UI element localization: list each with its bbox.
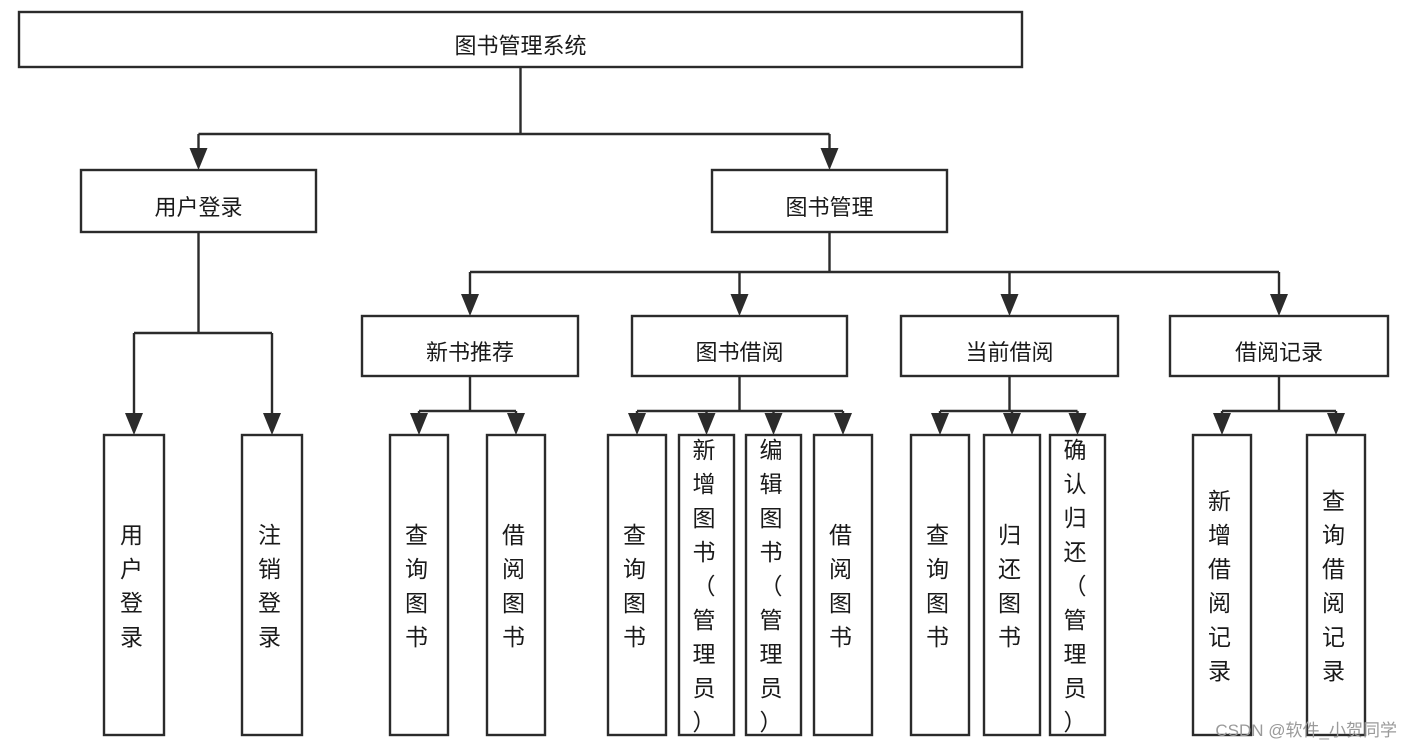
node-leaf-10-label: 确认归还（管理员）: [1064, 437, 1092, 735]
node-root-system-box: [17, 10, 1024, 69]
connectors-layer: [125, 67, 1345, 435]
node-leaf-1-label: 注销登录: [258, 522, 286, 650]
node-leaf-9-label: 归还图书: [998, 522, 1026, 650]
node-leaf-4-box: [606, 433, 668, 737]
user-login-arrow-0: [125, 413, 143, 435]
l3-3-arrow-0: [1213, 413, 1231, 435]
node-leaf-3-label: 借阅图书: [502, 522, 530, 650]
node-level3-2-label: 当前借阅: [965, 340, 1053, 365]
node-leaf-1-box: [240, 433, 304, 737]
node-leaf-3-box: [485, 433, 547, 737]
l3-2-arrow-0: [931, 413, 949, 435]
node-leaf-5-box: [677, 433, 736, 737]
node-leaf-4[interactable]: 查询图书: [606, 433, 668, 737]
node-level2-0-label: 用户登录: [154, 195, 242, 220]
node-leaf-12[interactable]: 查询借阅记录: [1305, 433, 1367, 737]
root-arrow-1: [820, 148, 839, 170]
node-level3-0-label: 新书推荐: [426, 340, 514, 365]
node-leaf-8-box: [909, 433, 971, 737]
l3-1-arrow-2: [764, 413, 783, 435]
user-login-arrow-1: [263, 413, 281, 435]
node-leaf-0[interactable]: 用户登录: [102, 433, 166, 737]
node-level3-3-box: [1168, 314, 1390, 378]
l3-0-arrow-0: [410, 413, 428, 435]
node-leaf-4-label: 查询图书: [623, 522, 651, 650]
node-leaf-1[interactable]: 注销登录: [240, 433, 304, 737]
node-leaf-2[interactable]: 查询图书: [388, 433, 450, 737]
node-level3-1[interactable]: 图书借阅: [630, 314, 849, 378]
node-level2-1[interactable]: 图书管理: [710, 168, 949, 234]
node-level3-0[interactable]: 新书推荐: [360, 314, 580, 378]
node-level3-1-label: 图书借阅: [695, 340, 783, 365]
node-leaf-5-label: 新增图书（管理员）: [693, 437, 721, 735]
l3-0-arrow-1: [507, 413, 525, 435]
node-leaf-2-box: [388, 433, 450, 737]
node-leaf-2-label: 查询图书: [405, 522, 433, 650]
book-mgmt-arrow-1: [730, 294, 749, 316]
node-leaf-5[interactable]: 新增图书（管理员）: [677, 433, 736, 737]
node-leaf-10[interactable]: 确认归还（管理员）: [1048, 433, 1107, 737]
l3-3-arrow-1: [1327, 413, 1345, 435]
node-root-system[interactable]: 图书管理系统: [17, 10, 1024, 69]
node-level3-3[interactable]: 借阅记录: [1168, 314, 1390, 378]
node-level2-1-label: 图书管理: [785, 195, 873, 220]
node-leaf-6[interactable]: 编辑图书（管理员）: [744, 433, 803, 737]
node-leaf-7-box: [812, 433, 874, 737]
node-level3-0-box: [360, 314, 580, 378]
node-leaf-8-label: 查询图书: [926, 522, 954, 650]
node-leaf-10-box: [1048, 433, 1107, 737]
book-mgmt-arrow-2: [1000, 294, 1019, 316]
book-mgmt-arrow-0: [461, 294, 479, 316]
node-level2-0[interactable]: 用户登录: [79, 168, 318, 234]
node-leaf-6-label: 编辑图书（管理员）: [760, 437, 788, 735]
node-leaf-9[interactable]: 归还图书: [982, 433, 1042, 737]
node-leaf-7[interactable]: 借阅图书: [812, 433, 874, 737]
node-leaf-0-label: 用户登录: [120, 522, 148, 650]
nodes-layer: 图书管理系统用户登录图书管理新书推荐图书借阅当前借阅借阅记录用户登录注销登录查询…: [17, 10, 1390, 737]
node-level3-3-label: 借阅记录: [1235, 340, 1323, 365]
node-leaf-6-box: [744, 433, 803, 737]
node-leaf-7-label: 借阅图书: [829, 522, 857, 650]
node-level2-1-box: [710, 168, 949, 234]
l3-2-arrow-1: [1003, 413, 1021, 435]
node-leaf-0-box: [102, 433, 166, 737]
node-leaf-11-box: [1191, 433, 1253, 737]
l3-1-arrow-0: [628, 413, 646, 435]
root-arrow-0: [189, 148, 208, 170]
l3-1-arrow-1: [697, 413, 716, 435]
l3-1-arrow-3: [834, 413, 852, 435]
node-level2-0-box: [79, 168, 318, 234]
node-leaf-9-box: [982, 433, 1042, 737]
node-leaf-11[interactable]: 新增借阅记录: [1191, 433, 1253, 737]
node-level3-1-box: [630, 314, 849, 378]
node-leaf-12-box: [1305, 433, 1367, 737]
node-leaf-3[interactable]: 借阅图书: [485, 433, 547, 737]
node-root-system-label: 图书管理系统: [454, 33, 586, 58]
node-leaf-12-label: 查询借阅记录: [1322, 488, 1350, 684]
node-leaf-11-label: 新增借阅记录: [1208, 488, 1236, 684]
l3-2-arrow-2: [1068, 413, 1087, 435]
node-leaf-8[interactable]: 查询图书: [909, 433, 971, 737]
book-mgmt-arrow-3: [1270, 294, 1288, 316]
node-level3-2[interactable]: 当前借阅: [899, 314, 1120, 378]
node-level3-2-box: [899, 314, 1120, 378]
